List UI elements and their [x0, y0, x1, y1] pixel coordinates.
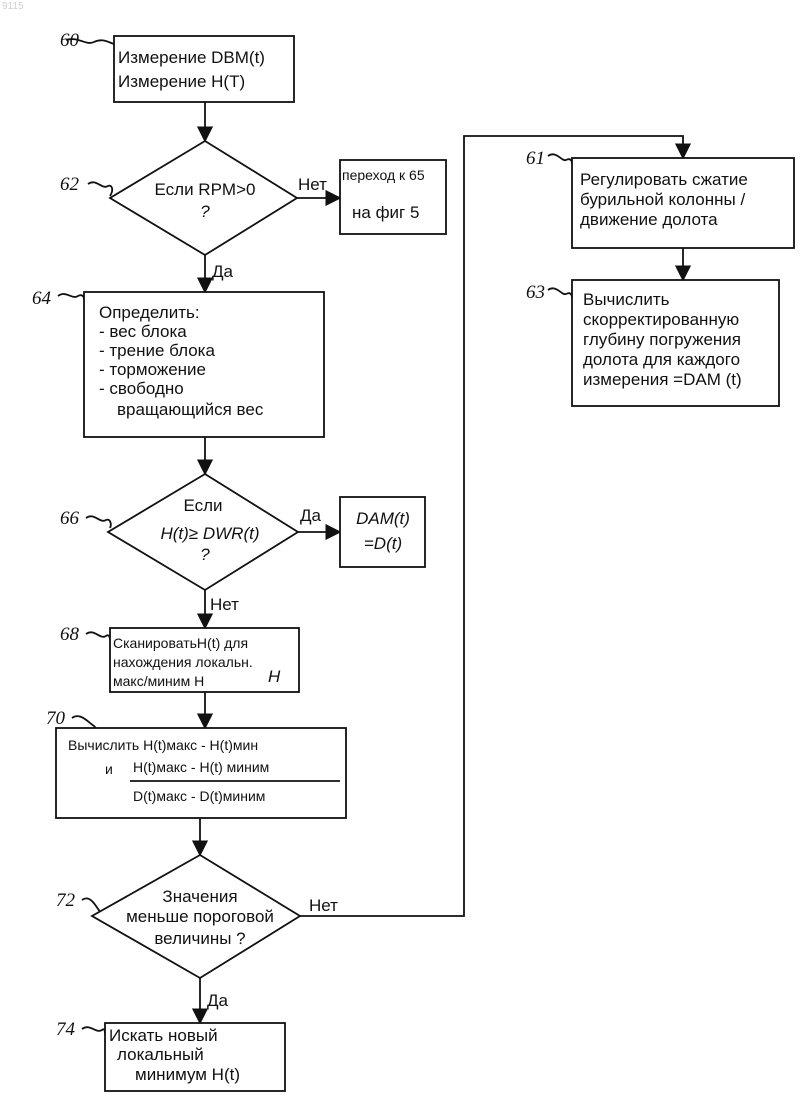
label-64-line-6: вращающийся вес [117, 400, 264, 419]
node-72: 72 Значения меньше пороговой величины ? … [56, 855, 338, 1010]
label-72-line-3: величины ? [154, 929, 245, 948]
label-72-line-2: меньше пороговой [126, 907, 274, 926]
node-60: 60 Измерение DBM(t) Измерение H(T) [60, 30, 294, 102]
edge-66-yes-label: Да [300, 506, 322, 525]
node-74: 74 Искать новый локальный минимум H(t) [56, 1019, 285, 1091]
label-72-line-1: Значения [162, 887, 237, 906]
edge-62-no-label: Нет [298, 175, 327, 194]
label-68-line-1: СканироватьH(t) для [113, 635, 248, 651]
ref-72: 72 [56, 890, 76, 911]
ref-60: 60 [60, 30, 80, 51]
label-63-line-5: измерения =DAM (t) [583, 370, 742, 389]
label-68-line-2: нахождения локальн. [113, 654, 253, 670]
label-62-line-2: ? [200, 202, 210, 221]
label-64-line-3: - трение блока [99, 341, 215, 360]
node-61: 61 Регулировать сжатие бурильной колонны… [526, 148, 794, 248]
label-66-line-2: H(t)≥ DWR(t) [160, 524, 259, 543]
ref-61: 61 [526, 148, 545, 169]
node-70: 70 Вычислить H(t)макс - H(t)мин и H(t)ма… [46, 708, 346, 818]
label-74-line-1: Искать новый [109, 1026, 218, 1045]
node-68: 68 СканироватьH(t) для нахождения локаль… [60, 624, 299, 692]
label-dam-line-2: =D(t) [364, 534, 402, 553]
label-61-line-2: бурильной колонны / [580, 190, 745, 209]
label-74-line-2: локальный [117, 1045, 204, 1064]
label-70-line-1: Вычислить H(t)макс - H(t)мин [68, 737, 258, 753]
label-61-line-1: Регулировать сжатие [580, 170, 748, 189]
label-dam-line-1: DAM(t) [356, 509, 410, 528]
label-66-line-1: Если [183, 496, 222, 515]
label-63-line-3: глубину погружения [583, 330, 741, 349]
edge-66-no-label: Нет [210, 595, 239, 614]
ref-62: 62 [60, 174, 80, 195]
label-64-line-1: Определить: [99, 303, 200, 322]
node-dam: DAM(t) =D(t) [340, 497, 425, 567]
label-70-numerator: H(t)макс - H(t) миним [133, 759, 269, 775]
label-64-line-2: - вес блока [99, 322, 187, 341]
ref-74: 74 [56, 1019, 76, 1040]
label-goto-65-line-1: переход к 65 [342, 167, 425, 183]
label-goto-65-line-2: на фиг 5 [352, 203, 419, 222]
corner-mark: 9115 [2, 1, 24, 12]
leader-63 [548, 288, 572, 298]
label-68-overlay: H [268, 667, 281, 686]
label-64-line-4: - торможение [99, 360, 206, 379]
ref-66: 66 [60, 508, 80, 529]
leader-61 [548, 154, 572, 164]
node-64: 64 Определить: - вес блока - трение блок… [32, 288, 324, 437]
leader-72 [82, 898, 100, 912]
box-60 [114, 36, 294, 102]
leader-64 [58, 294, 84, 300]
box-dam [340, 497, 425, 567]
leader-66 [86, 516, 111, 528]
node-63: 63 Вычислить скорректированную глубину п… [526, 280, 779, 406]
ref-63: 63 [526, 282, 545, 303]
label-60-line-1: Измерение DBM(t) [118, 48, 265, 67]
label-61-line-3: движение долота [580, 210, 718, 229]
leader-74 [82, 1027, 105, 1034]
leader-62 [88, 182, 112, 196]
label-64-line-5: - свободно [99, 379, 184, 398]
leader-68 [86, 632, 110, 640]
node-66: 66 Если H(t)≥ DWR(t) ? Да Нет [60, 474, 322, 614]
label-66-line-3: ? [200, 545, 210, 564]
label-60-line-2: Измерение H(T) [118, 72, 245, 91]
edge-72-yes-label: Да [207, 991, 229, 1010]
edge-62-yes-label: Да [212, 262, 234, 281]
label-70-denominator: D(t)макс - D(t)миним [133, 788, 265, 804]
label-70-and: и [105, 761, 113, 777]
label-63-line-4: долота для каждого [583, 350, 740, 369]
edge-72-no-label: Нет [309, 896, 338, 915]
label-63-line-1: Вычислить [583, 290, 670, 309]
ref-64: 64 [32, 288, 52, 309]
label-74-line-3: минимум H(t) [135, 1065, 240, 1084]
node-goto-65: переход к 65 на фиг 5 [340, 160, 446, 234]
ref-68: 68 [60, 624, 80, 645]
node-62: 62 Если RPM>0 ? Нет Да [60, 141, 327, 281]
ref-70: 70 [46, 708, 66, 729]
label-68-line-3: макс/миним H [113, 673, 204, 689]
label-62-line-1: Если RPM>0 [155, 180, 256, 199]
label-63-line-2: скорректированную [583, 310, 739, 329]
